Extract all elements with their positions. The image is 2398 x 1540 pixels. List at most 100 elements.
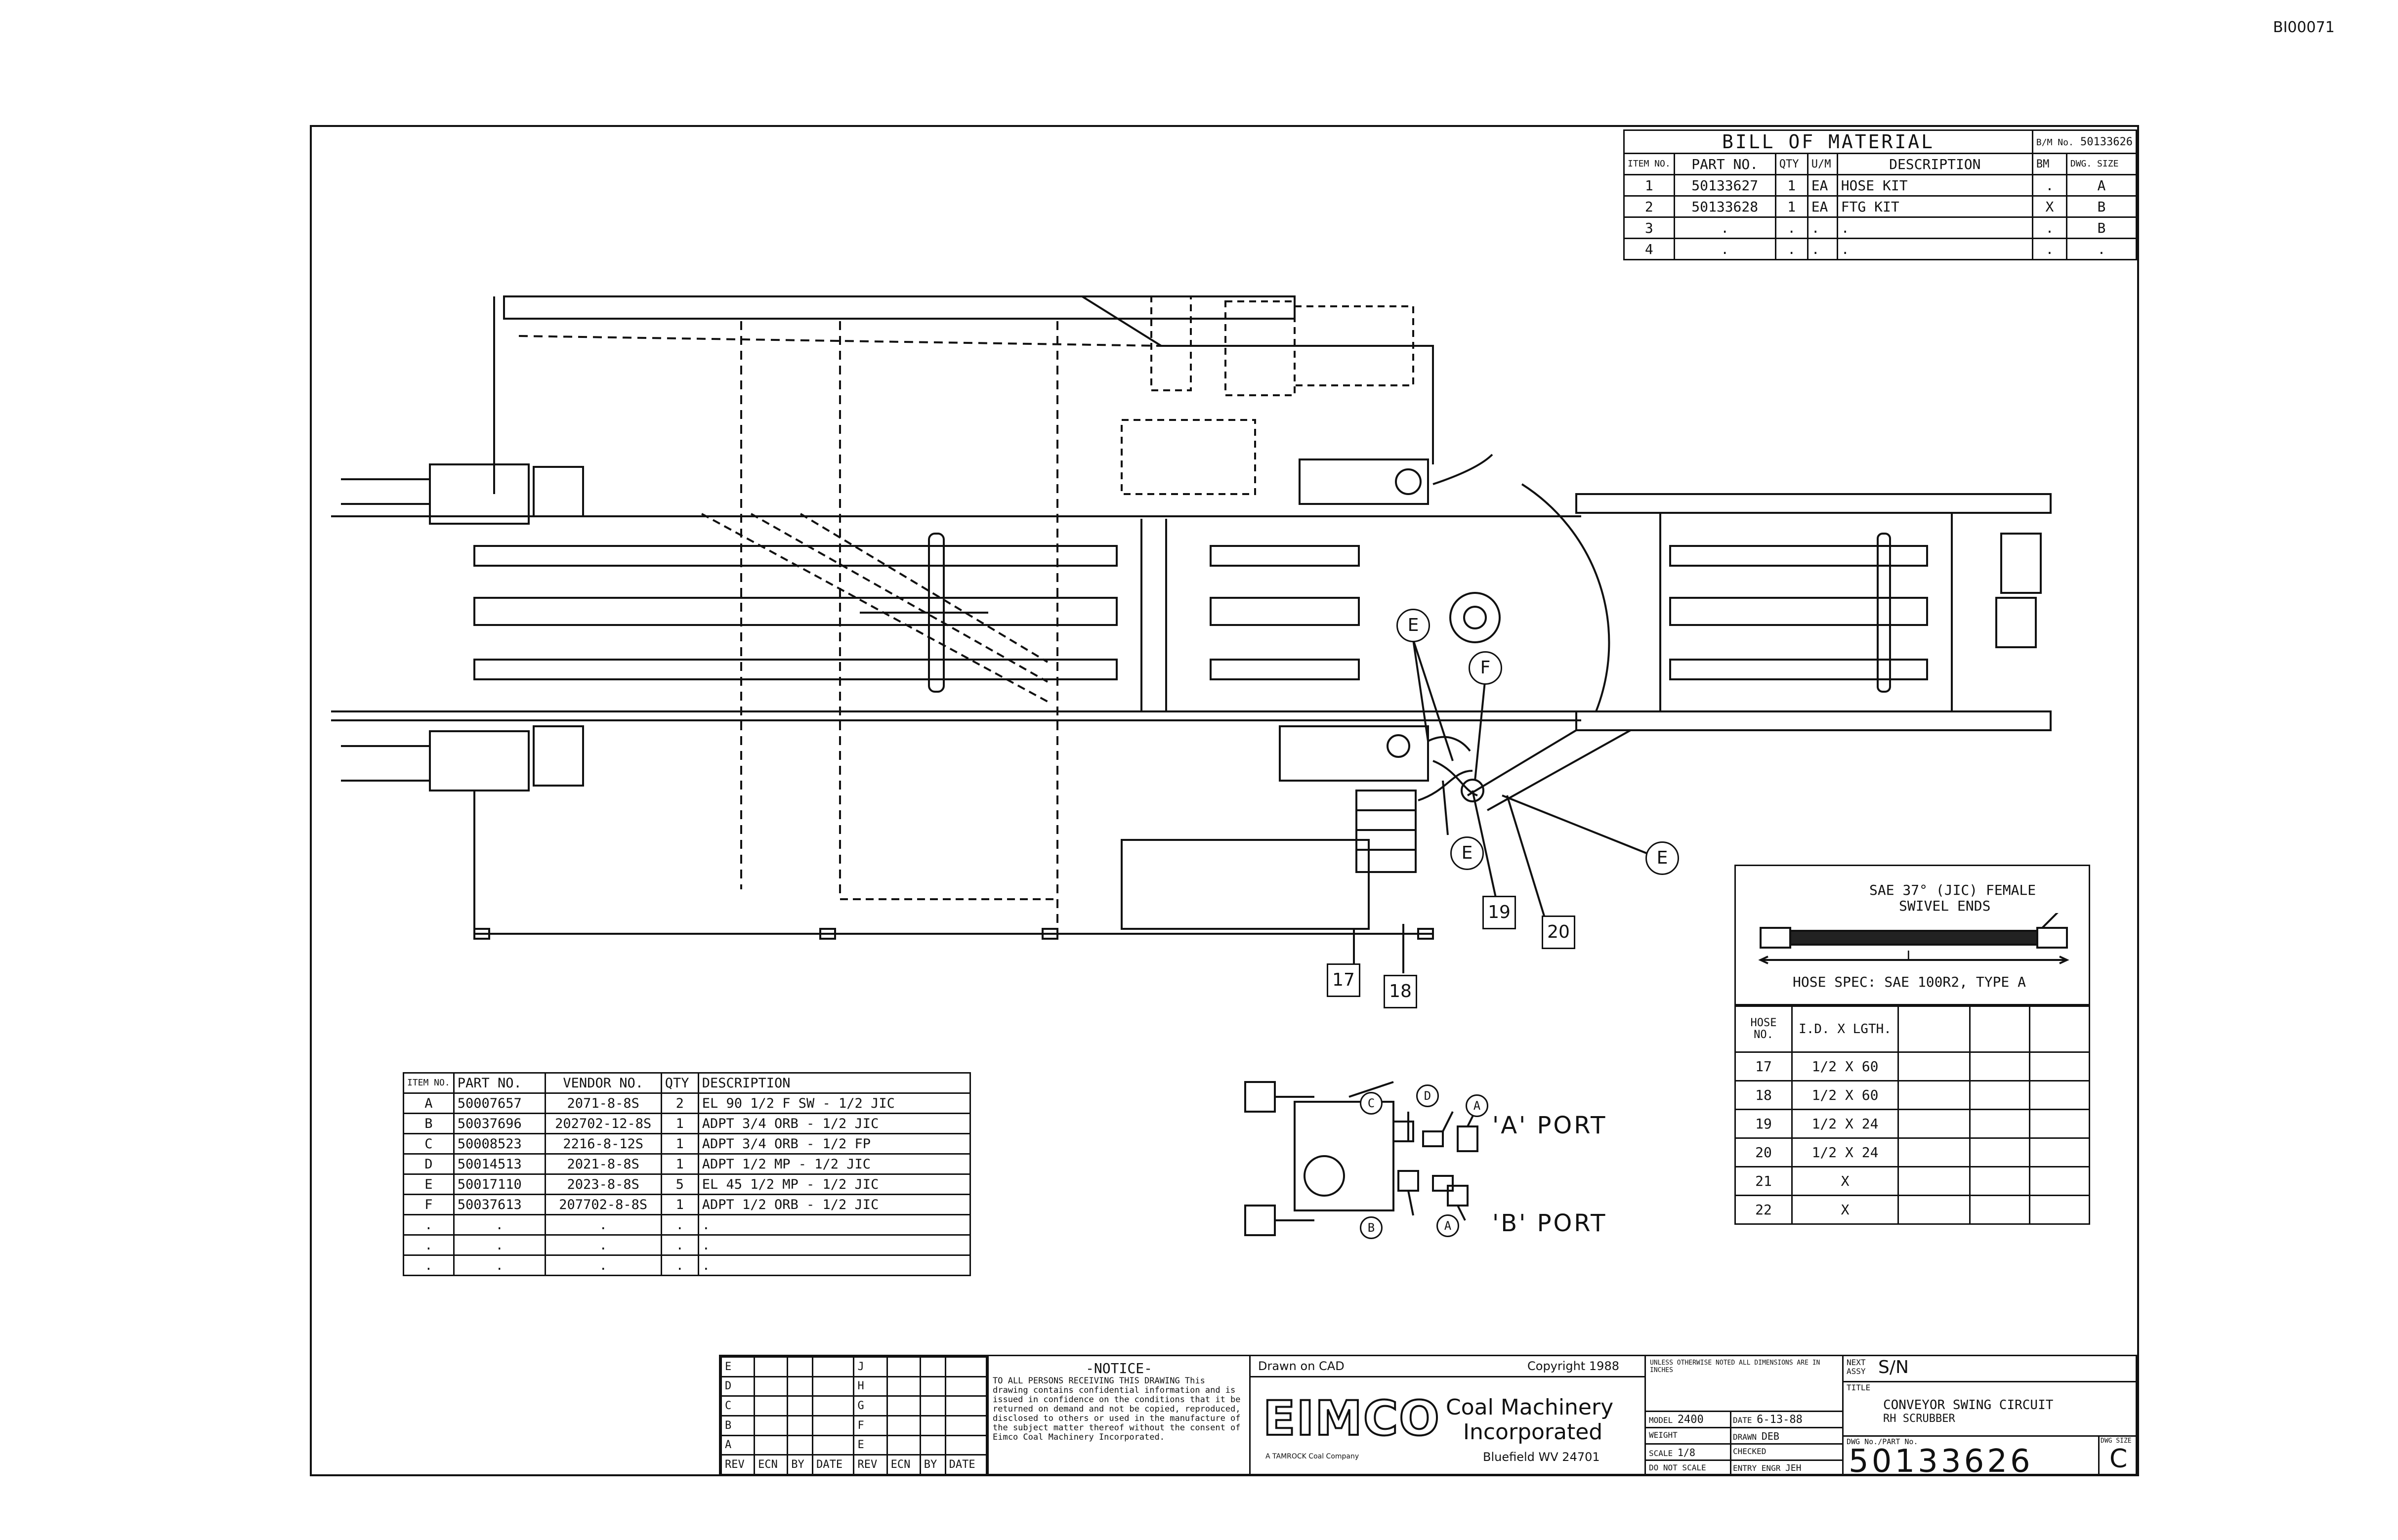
drawing-info: UNLESS OTHERWISE NOTED ALL DIMENSIONS AR…: [1644, 1356, 1844, 1475]
bom-cell: X: [2031, 195, 2067, 218]
table-row: .....: [403, 1214, 971, 1236]
parts-cell: 1: [660, 1113, 699, 1134]
bom-cell: .: [1807, 238, 1838, 260]
callout-20: 20: [1542, 916, 1575, 949]
valve-detail: [1244, 1081, 1478, 1236]
parts-cell: E: [403, 1173, 455, 1195]
rev-letter: A: [720, 1434, 756, 1456]
title-label: TITLE: [1847, 1383, 1871, 1392]
hose-ends-label: SWIVEL ENDS: [1899, 898, 1991, 914]
entry-engr-label: ENTRY ENGR: [1733, 1463, 1781, 1473]
hose-cell: 1/2 X 24: [1791, 1137, 1899, 1167]
bom-cell: .: [1836, 216, 2033, 239]
hose-cell: X: [1791, 1166, 1899, 1196]
parts-cell: ADPT 3/4 ORB - 1/2 JIC: [697, 1113, 971, 1134]
bom-cell: .: [2031, 238, 2067, 260]
parts-cell: .: [453, 1254, 546, 1276]
rev-letter: B: [720, 1415, 756, 1436]
bom-cell: .: [1807, 216, 1838, 239]
parts-cell: 2216-8-12S: [544, 1133, 662, 1155]
notice-box: -NOTICE- TO ALL PERSONS RECEIVING THIS D…: [987, 1356, 1249, 1475]
drawing-number: 50133626: [1849, 1443, 2033, 1480]
parts-cell: .: [403, 1254, 455, 1276]
bom-cell: .: [2065, 238, 2138, 260]
parts-cell: .: [544, 1234, 662, 1256]
rev-header: REV: [853, 1454, 888, 1475]
parts-cell: C: [403, 1133, 455, 1155]
parts-cell: .: [403, 1234, 455, 1256]
sheet-id: BI00071: [2273, 19, 2335, 36]
hose-cell: 17: [1734, 1051, 1793, 1082]
bom-cell: 1: [1623, 174, 1675, 197]
parts-cell: .: [453, 1214, 546, 1236]
company-name: Coal Machinery: [1446, 1395, 1614, 1420]
parts-cell: 5: [660, 1173, 699, 1195]
bom-title: BILL OF MATERIAL: [1623, 129, 2033, 154]
hose-length-label: L: [1906, 948, 1915, 964]
fitting-a-label: A: [1436, 1214, 1459, 1237]
drawn-value: DEB: [1761, 1430, 1779, 1442]
bom-cell: EA: [1807, 174, 1838, 197]
parts-cell: .: [660, 1214, 699, 1236]
parts-cell: 50037613: [453, 1194, 546, 1215]
logo-subtitle: A TAMROCK Coal Company: [1265, 1453, 1359, 1460]
rev-letter: J: [853, 1356, 888, 1377]
parts-cell: F: [403, 1194, 455, 1215]
callout-e: E: [1450, 836, 1484, 870]
callout-18: 18: [1384, 975, 1417, 1008]
bill-of-material-table: BILL OF MATERIAL B/M No. 50133626 ITEM N…: [1623, 129, 2138, 260]
drawing-title: CONVEYOR SWING CIRCUIT: [1883, 1398, 2054, 1413]
bom-cell: 50133627: [1673, 174, 1776, 197]
bom-header: PART NO.: [1673, 153, 1776, 175]
hose-header: HOSE NO.: [1734, 1005, 1793, 1053]
hose-spec-text: HOSE SPEC: SAE 100R2, TYPE A: [1793, 974, 2026, 990]
company-block: Drawn on CAD Copyright 1988 EIMCO A TAMR…: [1249, 1356, 1646, 1475]
hose-cell: 22: [1734, 1195, 1793, 1225]
fitting-d-label: D: [1416, 1084, 1439, 1107]
parts-cell: 207702-8-8S: [544, 1194, 662, 1215]
rev-header: DATE: [812, 1454, 855, 1475]
table-row: 1 50133627 1 EA HOSE KIT . A: [1623, 174, 2138, 197]
dwg-size-label: DWG SIZE: [2101, 1437, 2132, 1445]
hose-cell: 18: [1734, 1080, 1793, 1110]
drawn-label: DRAWN: [1733, 1432, 1757, 1442]
parts-cell: 50037696: [453, 1113, 546, 1134]
fitting-a-label: A: [1466, 1094, 1488, 1117]
hose-spec-panel: SAE 37° (JIC) FEMALE SWIVEL ENDS L HOSE …: [1734, 865, 2090, 1005]
parts-cell: .: [453, 1234, 546, 1256]
bom-cell: 2: [1623, 195, 1675, 218]
parts-cell: B: [403, 1113, 455, 1134]
parts-cell: 50008523: [453, 1133, 546, 1155]
bom-cell: .: [2031, 174, 2067, 197]
callout-e: E: [1396, 609, 1430, 642]
parts-cell: 202702-12-8S: [544, 1113, 662, 1134]
model-label: MODEL: [1649, 1415, 1673, 1425]
eimco-logo: EIMCO: [1262, 1390, 1440, 1447]
rev-letter: G: [853, 1395, 888, 1416]
bom-header: DESCRIPTION: [1836, 153, 2033, 175]
notice-title: -NOTICE-: [1086, 1360, 1152, 1376]
bom-header: ITEM NO.: [1623, 153, 1675, 175]
do-not-scale: DO NOT SCALE: [1649, 1463, 1706, 1472]
parts-cell: ADPT 1/2 ORB - 1/2 JIC: [697, 1194, 971, 1215]
parts-header: ITEM NO.: [403, 1072, 455, 1094]
scale-value: 1/8: [1677, 1447, 1695, 1458]
scale-label: SCALE: [1649, 1449, 1673, 1458]
table-row: .....: [403, 1234, 971, 1256]
fitting-b-label: B: [1360, 1216, 1383, 1239]
hose-cell: X: [1791, 1195, 1899, 1225]
dwg-no-label: DWG No./PART No.: [1847, 1437, 1918, 1446]
rev-letter: F: [853, 1415, 888, 1436]
next-assy-value: S/N: [1878, 1357, 1909, 1377]
bom-cell: .: [1774, 238, 1809, 260]
bom-header: BM: [2031, 153, 2067, 175]
bom-cell: 1: [1774, 195, 1809, 218]
parts-cell: 50014513: [453, 1153, 546, 1175]
hose-illustration: [1758, 913, 2069, 964]
hose-cell: 20: [1734, 1137, 1793, 1167]
